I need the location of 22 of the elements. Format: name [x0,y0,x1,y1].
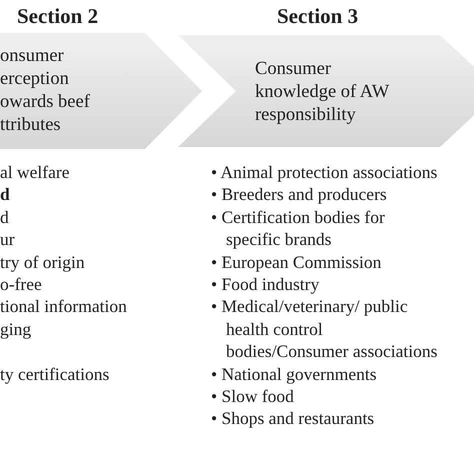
list-item: tional information [0,295,128,318]
list-item: • Certification bodies for specific brands [211,206,386,251]
list-item: • Slow food [211,385,295,408]
section-heading: Section 3 [277,4,358,28]
list-item: d [0,206,10,228]
list-item: ging [0,318,32,340]
step-text: onsumer erception owards beef ttributes [0,45,91,137]
list-item: • Breeders and producers [211,183,388,206]
list-item: • Shops and restaurants [211,407,376,430]
section-heading: Section 2 [17,4,98,28]
list-item: ur [0,228,16,251]
list-item: • Medical/veterinary/ public health control bodies/Consumer associations [211,295,438,363]
list-item: • Food industry [211,273,320,296]
list-item: • National governments [211,362,378,386]
step-text: Consumer knowledge of AW responsibility [255,58,390,127]
list-item: ty certifications [0,362,110,386]
list-item: • Animal protection associations [211,161,438,184]
list-item: try of origin [0,250,86,274]
list-item: al welfare [0,161,70,184]
list-item: d [0,183,11,206]
list-item: o-free [0,273,43,296]
list-item: • European Commission [211,250,382,274]
